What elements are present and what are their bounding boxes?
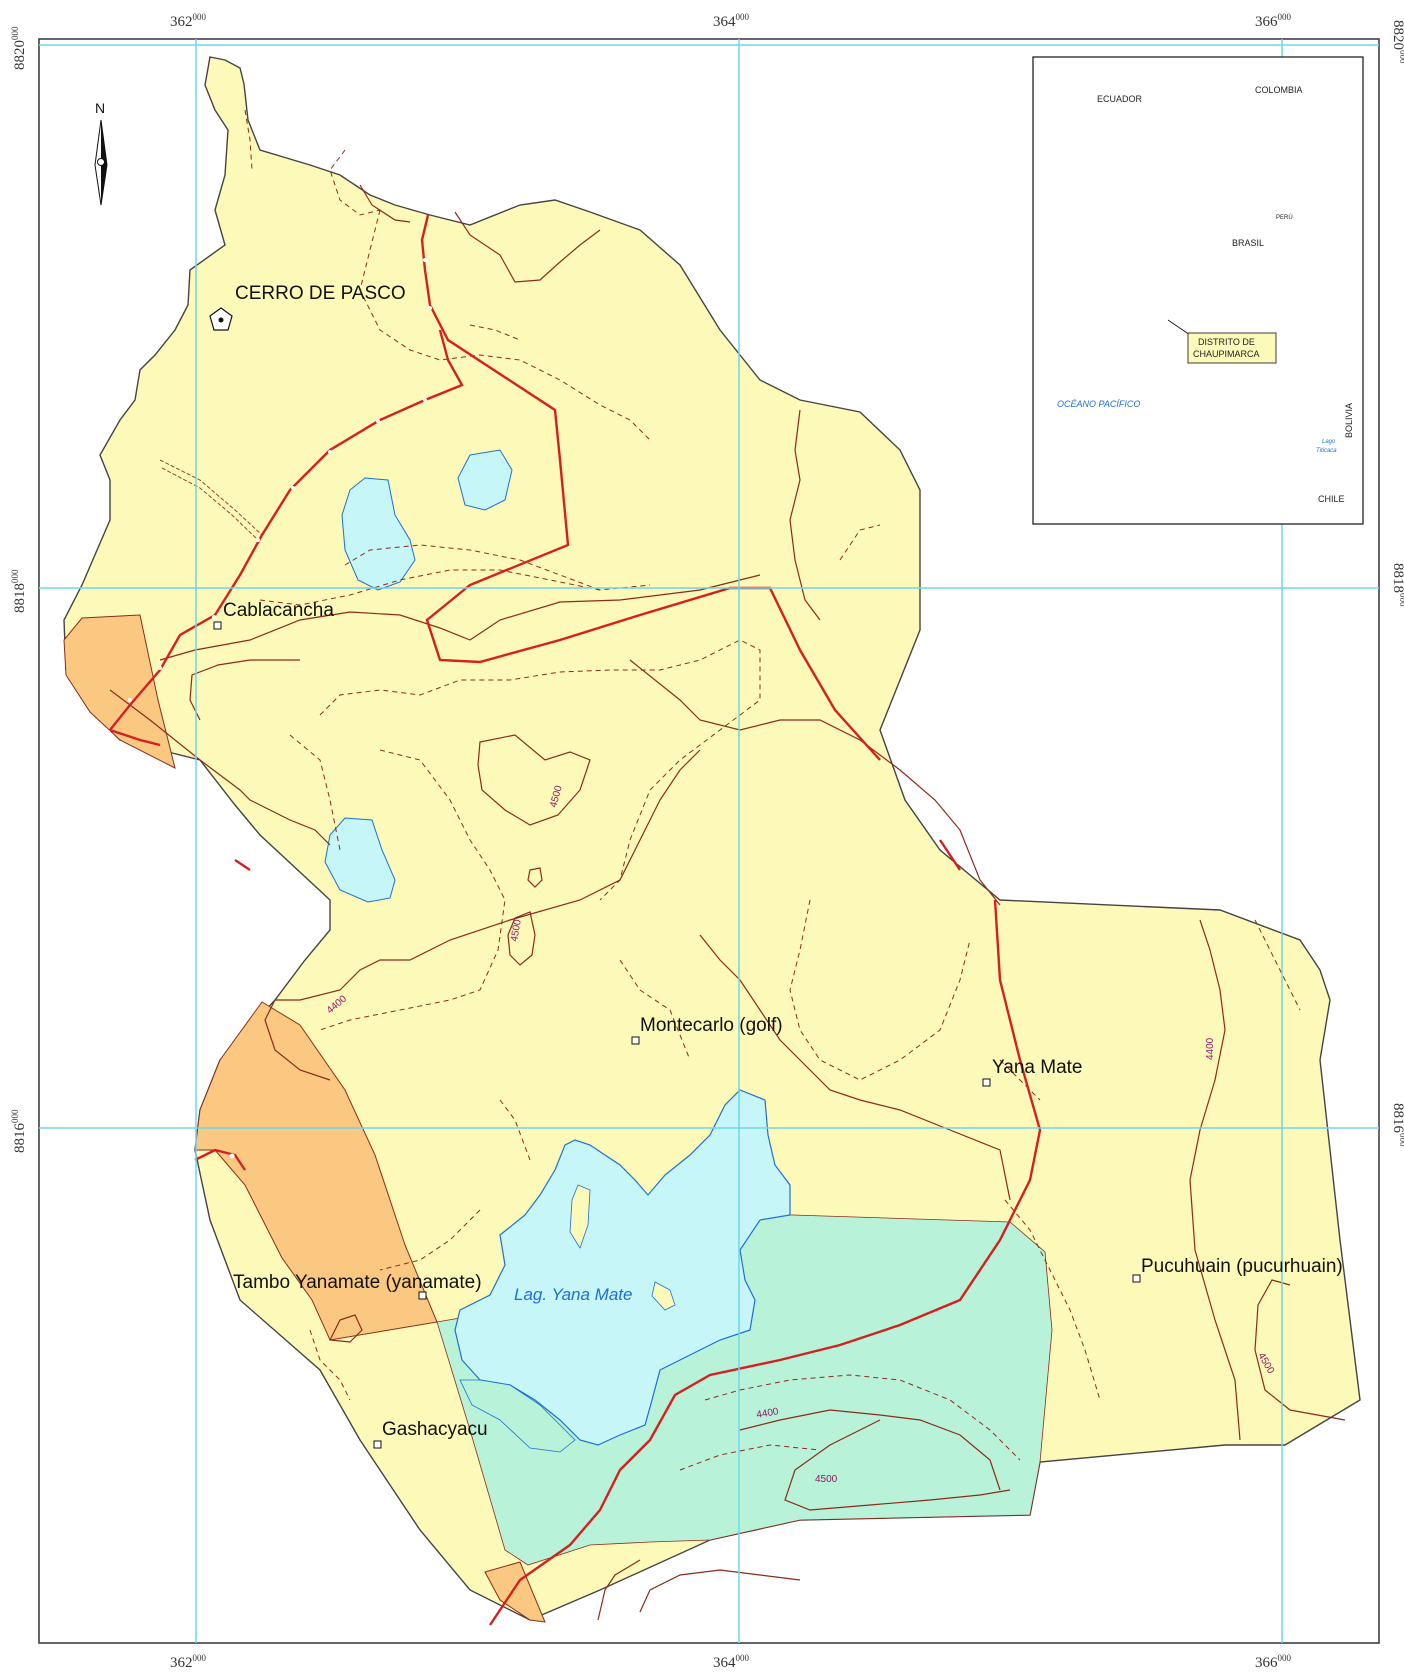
inset-district-box — [1187, 332, 1277, 364]
settlement-icon — [631, 1036, 640, 1045]
dashed-contours — [244, 109, 1301, 1471]
place-label-cerro-de-pasco: CERRO DE PASCO — [235, 283, 406, 304]
place-yana-mate: Yana Mate — [982, 1057, 1082, 1087]
grid-label-bottom-1: 362000 — [170, 1653, 207, 1671]
lake-central-west — [324, 817, 396, 903]
lake-inner-green — [459, 1379, 576, 1453]
inset-label-bolivia: BOLIVIA — [1344, 403, 1354, 438]
place-label-gashacyacu: Gashacyacu — [382, 1419, 488, 1440]
grid-label-right-3: 8816000 — [1390, 1103, 1404, 1147]
inset-label-brasil: BRASIL — [1232, 238, 1264, 248]
grid-label-right-1: 8820000 — [1390, 20, 1404, 64]
contour-label-6: 4500 — [815, 1474, 838, 1485]
inset-locator-map: ECUADOR COLOMBIA PERÚ BRASIL BOLIVIA CHI… — [1032, 56, 1364, 525]
grid-label-bottom-3: 366000 — [1255, 1653, 1292, 1671]
settlement-icon — [418, 1291, 427, 1300]
contour-label-4: 4400 — [1205, 1037, 1216, 1060]
grid-label-right-2: 8818000 — [1390, 563, 1404, 607]
lake-north-2 — [341, 477, 416, 591]
place-label-cablacancha: Cablacancha — [223, 600, 334, 621]
road-markers — [106, 258, 432, 1159]
grid-label-top-2: 364000 — [713, 12, 750, 30]
contour-label-5: 4400 — [756, 1406, 780, 1421]
contour-lines — [109, 184, 1346, 1621]
place-cerro-de-pasco: CERRO DE PASCO — [209, 283, 406, 331]
lake-north-1 — [457, 449, 513, 511]
grid-label-left-3: 8816000 — [10, 1109, 28, 1153]
grid-labels: 362000 364000 366000 362000 364000 36600… — [10, 12, 1404, 1671]
place-gashacyacu: Gashacyacu — [373, 1419, 488, 1449]
place-label-montecarlo: Montecarlo (golf) — [640, 1015, 783, 1036]
inset-label-ocean: OCÉANO PACÍFICO — [1057, 399, 1140, 409]
grid-label-left-2: 8818000 — [10, 569, 28, 613]
place-pucuhuain: Pucuhuain (pucurhuain) — [1132, 1256, 1343, 1283]
inset-label-lake-1: Lago — [1322, 439, 1336, 445]
settlement-icon — [213, 621, 222, 630]
contour-label-2: 4500 — [509, 918, 524, 942]
grid-label-top-1: 362000 — [170, 12, 207, 30]
north-label: N — [95, 100, 105, 116]
place-cablacancha: Cablacancha — [213, 600, 334, 630]
inset-label-ecuador: ECUADOR — [1097, 94, 1143, 104]
inset-label-colombia: COLOMBIA — [1255, 85, 1303, 95]
inset-label-peru: PERÚ — [1276, 214, 1293, 221]
settlement-icon — [982, 1078, 991, 1087]
settlement-icon — [373, 1440, 382, 1449]
lake-label-yana-mate: Lag. Yana Mate — [514, 1285, 632, 1304]
settlement-icon — [1132, 1274, 1141, 1283]
inset-label-district-2: CHAUPIMARCA — [1193, 349, 1260, 359]
lake-island — [569, 1184, 591, 1249]
inset-label-lake-2: Titicaca — [1316, 448, 1337, 454]
grid-label-top-3: 366000 — [1255, 12, 1292, 30]
grid-label-left-1: 8820000 — [10, 26, 28, 70]
orange-zone-southwest — [194, 1001, 438, 1341]
trail-northwest — [159, 459, 263, 541]
place-tambo-yanamate: Tambo Yanamate (yanamate) — [233, 1272, 482, 1300]
place-label-pucuhuain: Pucuhuain (pucurhuain) — [1141, 1256, 1343, 1277]
inset-label-chile: CHILE — [1318, 494, 1345, 504]
north-arrow-icon: N — [94, 100, 108, 206]
inset-label-district-1: DISTRITO DE — [1198, 337, 1255, 347]
place-montecarlo: Montecarlo (golf) — [631, 1015, 783, 1045]
place-label-tambo-yanamate: Tambo Yanamate (yanamate) — [233, 1272, 482, 1293]
grid-label-bottom-2: 364000 — [713, 1653, 750, 1671]
orange-zone-west — [63, 614, 176, 769]
lake-island-small — [651, 1281, 676, 1311]
place-label-yana-mate: Yana Mate — [992, 1057, 1082, 1078]
orange-zone-south — [484, 1561, 546, 1623]
